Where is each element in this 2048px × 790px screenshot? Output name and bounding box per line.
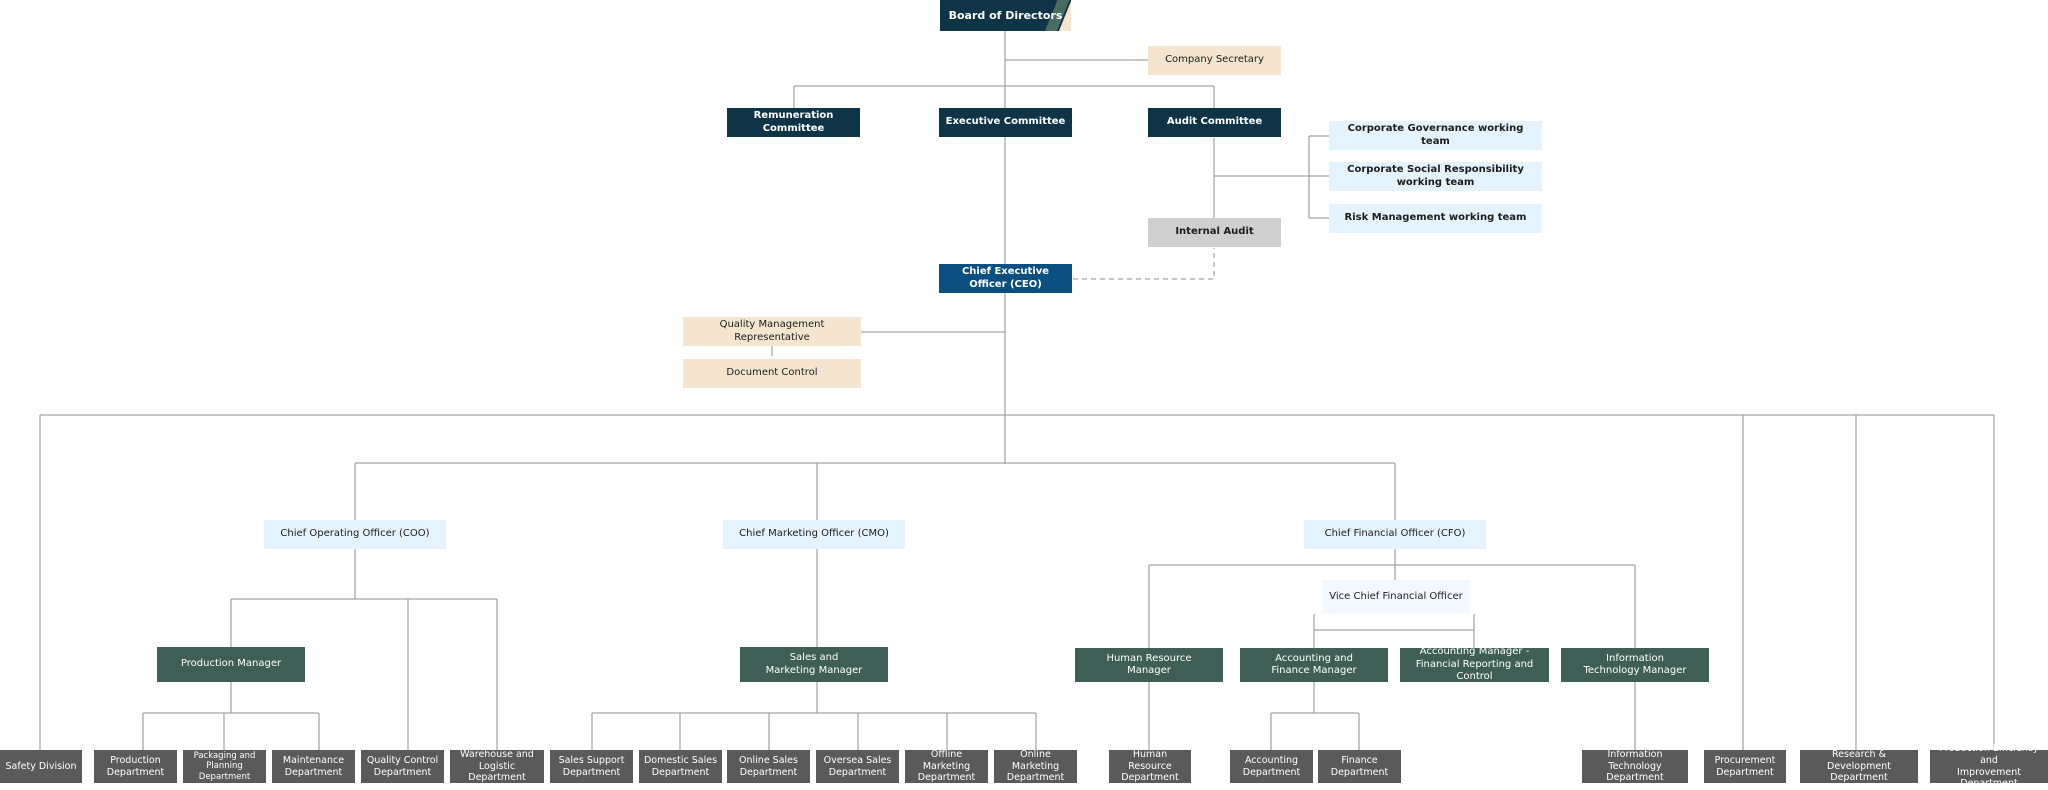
audit-committee[interactable]: Audit Committee [1148, 108, 1281, 137]
connector-cfo-departments [1148, 682, 1636, 750]
dept-quality-control[interactable]: Quality Control Department [361, 750, 444, 783]
sales-marketing-manager[interactable]: Sales and Marketing Manager [740, 647, 888, 682]
dept-maintenance[interactable]: Maintenance Department [272, 750, 355, 783]
dept-online-sales[interactable]: Online Sales Department [727, 750, 810, 783]
it-manager[interactable]: Information Technology Manager [1561, 648, 1709, 682]
dept-oversea-sales[interactable]: Oversea Sales Department [816, 750, 899, 783]
dept-sales-support[interactable]: Sales Support Department [550, 750, 633, 783]
connector-chiefs [354, 462, 1396, 520]
production-manager[interactable]: Production Manager [157, 647, 305, 682]
connector-quality [771, 331, 1005, 356]
accounting-reporting-manager[interactable]: Accounting Manager - Financial Reporting… [1400, 646, 1549, 682]
vice-cfo[interactable]: Vice Chief Financial Officer [1322, 580, 1470, 614]
coo[interactable]: Chief Operating Officer (COO) [264, 520, 446, 549]
dept-warehouse-logistic[interactable]: Warehouse and Logistic Department [450, 749, 544, 783]
remuneration-committee[interactable]: Remuneration Committee [727, 108, 860, 137]
hr-manager[interactable]: Human Resource Manager [1075, 648, 1223, 682]
accounting-finance-manager[interactable]: Accounting and Finance Manager [1240, 648, 1388, 682]
connector-committees [793, 85, 1215, 108]
connector-ceo-internal-audit-dashed [1073, 248, 1215, 280]
working-team-risk-management[interactable]: Risk Management working team [1329, 204, 1542, 233]
connector-top-row [39, 414, 1995, 750]
dept-finance[interactable]: Finance Department [1318, 750, 1401, 783]
executive-committee[interactable]: Executive Committee [939, 108, 1072, 137]
dept-accounting[interactable]: Accounting Department [1230, 750, 1313, 783]
dept-packaging-planning[interactable]: Packaging and Planning Department [183, 750, 266, 783]
connector-cmo [591, 549, 1037, 750]
quality-management-representative[interactable]: Quality Management Representative [683, 317, 861, 346]
dept-production-efficiency[interactable]: Production Efficiency and Improvement De… [1930, 743, 2048, 789]
working-team-csr[interactable]: Corporate Social Responsibility working … [1329, 162, 1542, 191]
dept-offline-marketing[interactable]: Offline Marketing Department [905, 749, 988, 783]
connector-production [142, 682, 320, 750]
ceo[interactable]: Chief Executive Officer (CEO) [939, 264, 1072, 293]
board-of-directors[interactable]: Board of Directors [940, 0, 1071, 31]
company-secretary[interactable]: Company Secretary [1148, 46, 1281, 75]
cmo[interactable]: Chief Marketing Officer (CMO) [723, 520, 905, 549]
dept-domestic-sales[interactable]: Domestic Sales Department [639, 750, 722, 783]
board-label: Board of Directors [948, 8, 1063, 22]
internal-audit[interactable]: Internal Audit [1148, 218, 1281, 247]
connector-working-teams [1214, 135, 1329, 219]
connector-cfo [1148, 549, 1636, 648]
dept-safety-division[interactable]: Safety Division [0, 750, 82, 783]
dept-production[interactable]: Production Department [94, 750, 177, 783]
working-team-corporate-governance[interactable]: Corporate Governance working team [1329, 121, 1542, 150]
dept-human-resource[interactable]: Human Resource Department [1109, 749, 1191, 783]
dept-procurement[interactable]: Procurement Department [1704, 750, 1786, 783]
cfo[interactable]: Chief Financial Officer (CFO) [1304, 520, 1486, 549]
connector-coo [230, 549, 498, 750]
dept-online-marketing[interactable]: Online Marketing Department [994, 749, 1077, 783]
dept-information-technology[interactable]: Information Technology Department [1582, 749, 1688, 783]
document-control[interactable]: Document Control [683, 359, 861, 388]
dept-research-development[interactable]: Research & Development Department [1800, 749, 1918, 783]
